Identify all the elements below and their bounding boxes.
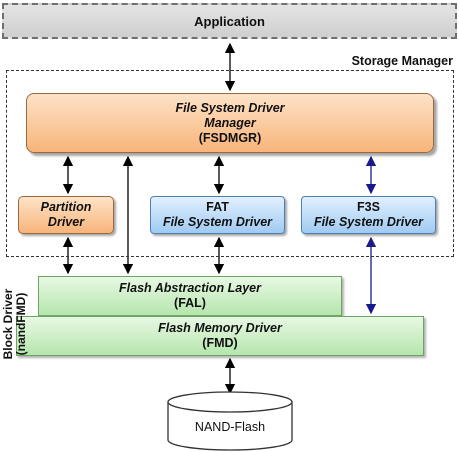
- nand-flash-label: NAND-Flash: [194, 420, 266, 434]
- application-label: Application: [194, 13, 265, 29]
- nand-flash-cylinder: [167, 391, 293, 451]
- fmd-line1: Flash Memory Driver: [158, 321, 282, 335]
- partition-driver-box: Partition Driver: [18, 196, 114, 234]
- f3s-driver-line1: F3S: [357, 200, 380, 214]
- fal-line2: (FAL): [174, 296, 206, 310]
- block-driver-line2: (nandFMD): [14, 292, 28, 356]
- application-box: Application: [2, 3, 457, 39]
- fat-driver-line2: File System Driver: [162, 215, 273, 229]
- fsdmgr-line2: Manager: [204, 115, 256, 130]
- partition-driver-line2: Driver: [47, 215, 85, 229]
- fsdmgr-line3: (FSDMGR): [198, 130, 262, 145]
- storage-manager-label: Storage Manager: [351, 54, 453, 68]
- fat-driver-box: FAT File System Driver: [150, 196, 285, 234]
- fmd-line2: (FMD): [202, 336, 238, 350]
- fsdmgr-line1: File System Driver: [175, 100, 285, 115]
- fmd-box: Flash Memory Driver (FMD): [16, 316, 424, 356]
- block-driver-label: Block Driver (nandFMD): [0, 279, 30, 369]
- fat-driver-line1: FAT: [206, 200, 229, 214]
- storage-manager-frame: [6, 70, 454, 257]
- f3s-driver-line2: File System Driver: [313, 215, 424, 229]
- fsdmgr-box: File System Driver Manager (FSDMGR): [26, 93, 434, 153]
- fal-line1: Flash Abstraction Layer: [119, 281, 261, 295]
- fal-box: Flash Abstraction Layer (FAL): [38, 276, 342, 316]
- f3s-driver-box: F3S File System Driver: [301, 196, 436, 234]
- partition-driver-line1: Partition: [40, 200, 92, 214]
